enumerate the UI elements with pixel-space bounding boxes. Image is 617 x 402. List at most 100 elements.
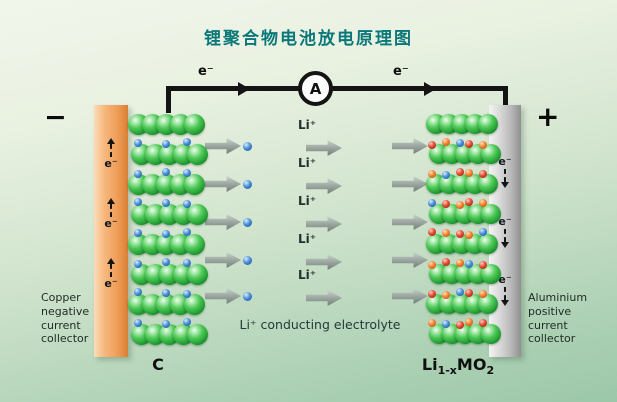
electron-label: e⁻ bbox=[498, 155, 512, 168]
ammeter: A bbox=[298, 71, 333, 106]
electron-label: e⁻ bbox=[104, 277, 118, 290]
intercalated-li-ion bbox=[183, 138, 191, 146]
intercalated-li-ion bbox=[134, 288, 142, 296]
electron-arrow-line bbox=[504, 287, 506, 300]
metal-oxide-sphere bbox=[478, 114, 498, 134]
oxide-lattice-dot bbox=[456, 168, 464, 176]
left-electrode-label: C bbox=[152, 355, 164, 374]
li-ion-label: Li⁺ bbox=[297, 232, 317, 246]
li-ion-label: Li⁺ bbox=[297, 194, 317, 208]
electron-up-arrow-icon bbox=[107, 258, 115, 264]
oxide-lattice-dot bbox=[465, 289, 473, 297]
right-electrode-formula: Li1-xMO2 bbox=[396, 355, 520, 377]
oxide-lattice-dot bbox=[465, 318, 473, 326]
intercalated-li-ion bbox=[134, 319, 142, 327]
metal-oxide-sphere bbox=[481, 264, 501, 284]
graphite-sphere bbox=[187, 324, 208, 345]
oxide-lattice-dot bbox=[442, 291, 450, 299]
formula-base: Li bbox=[421, 355, 438, 374]
electron-up-arrow-icon bbox=[107, 138, 115, 144]
intercalated-li-ion bbox=[162, 199, 170, 207]
ammeter-label: A bbox=[309, 79, 322, 98]
copper-collector-caption: Copper negative current collector bbox=[41, 291, 90, 346]
intercalated-li-ion bbox=[183, 200, 191, 208]
graphite-sphere bbox=[184, 174, 205, 195]
intercalated-li-ion bbox=[183, 169, 191, 177]
li-ion-dot bbox=[243, 180, 252, 189]
right-collector-electron-cell: e⁻ bbox=[489, 155, 521, 188]
li-ion-label: Li⁺ bbox=[297, 156, 317, 170]
aluminium-collector-caption: Aluminium positive current collector bbox=[528, 291, 588, 346]
left-collector-electron-cell: e⁻ bbox=[94, 198, 128, 231]
ion-arrow-right-icon bbox=[392, 252, 428, 268]
oxide-lattice-dot bbox=[428, 290, 436, 298]
oxide-lattice-dot bbox=[465, 169, 473, 177]
graphite-sphere bbox=[184, 114, 205, 135]
ion-arrow-middle-icon bbox=[306, 140, 342, 156]
ion-arrow-middle-icon bbox=[306, 216, 342, 232]
metal-oxide-sphere bbox=[481, 204, 501, 224]
graphite-sphere bbox=[187, 264, 208, 285]
positive-terminal-sign: + bbox=[536, 100, 560, 133]
oxide-lattice-dot bbox=[442, 229, 450, 237]
electron-label: e⁻ bbox=[104, 157, 118, 170]
intercalated-li-ion bbox=[183, 228, 191, 236]
oxide-lattice-dot bbox=[479, 170, 487, 178]
li-ion-dot bbox=[243, 142, 252, 151]
oxide-lattice-dot bbox=[479, 261, 487, 269]
intercalated-li-ion bbox=[183, 318, 191, 326]
oxide-lattice-dot bbox=[456, 201, 464, 209]
oxide-lattice-dot bbox=[456, 139, 464, 147]
intercalated-li-ion bbox=[134, 198, 142, 206]
oxide-lattice-dot bbox=[479, 290, 487, 298]
electron-arrow-line bbox=[110, 144, 112, 157]
li-ion-dot bbox=[243, 292, 252, 301]
left-collector-electron-cell: e⁻ bbox=[94, 138, 128, 171]
electron-flow-label-right: e⁻ bbox=[393, 64, 409, 79]
metal-oxide-sphere bbox=[481, 144, 501, 164]
formula-mid: MO bbox=[456, 355, 487, 374]
oxide-lattice-dot bbox=[442, 200, 450, 208]
formula-sub2: 2 bbox=[486, 364, 495, 378]
circuit-wire-top bbox=[166, 86, 508, 91]
ion-arrow-right-icon bbox=[392, 288, 428, 304]
intercalated-li-ion bbox=[134, 170, 142, 178]
ion-arrow-right-icon bbox=[392, 214, 428, 230]
oxide-lattice-dot bbox=[465, 140, 473, 148]
oxide-lattice-dot bbox=[442, 320, 450, 328]
oxide-lattice-dot bbox=[428, 319, 436, 327]
electron-arrow-line bbox=[110, 264, 112, 277]
intercalated-li-ion bbox=[134, 139, 142, 147]
oxide-lattice-dot bbox=[479, 199, 487, 207]
diagram-title: 锂聚合物电池放电原理图 bbox=[204, 29, 413, 49]
oxide-lattice-dot bbox=[428, 170, 436, 178]
metal-oxide-sphere bbox=[478, 174, 498, 194]
ion-arrow-middle-icon bbox=[306, 290, 342, 306]
electrolyte-label: Li⁺ conducting electrolyte bbox=[239, 317, 401, 332]
oxide-lattice-dot bbox=[479, 141, 487, 149]
oxide-lattice-dot bbox=[456, 230, 464, 238]
negative-terminal-sign: − bbox=[44, 102, 67, 133]
ion-arrow-right-icon bbox=[392, 176, 428, 192]
oxide-lattice-dot bbox=[465, 198, 473, 206]
ion-arrow-left-icon bbox=[205, 252, 241, 268]
ion-arrow-left-icon bbox=[205, 138, 241, 154]
electron-flow-arrowhead-right-icon bbox=[424, 82, 436, 96]
graphite-sphere bbox=[184, 234, 205, 255]
electron-down-arrow-icon bbox=[501, 300, 509, 306]
oxide-lattice-dot bbox=[428, 261, 436, 269]
oxide-lattice-dot bbox=[428, 141, 436, 149]
electron-up-arrow-icon bbox=[107, 198, 115, 204]
electron-label: e⁻ bbox=[498, 215, 512, 228]
oxide-lattice-dot bbox=[428, 228, 436, 236]
intercalated-li-ion bbox=[162, 258, 170, 266]
intercalated-li-ion bbox=[162, 140, 170, 148]
ion-arrow-left-icon bbox=[205, 288, 241, 304]
intercalated-li-ion bbox=[183, 259, 191, 267]
intercalated-li-ion bbox=[162, 230, 170, 238]
electron-label: e⁻ bbox=[498, 273, 512, 286]
graphite-sphere bbox=[184, 294, 205, 315]
electron-down-arrow-icon bbox=[501, 242, 509, 248]
oxide-lattice-dot bbox=[465, 260, 473, 268]
intercalated-li-ion bbox=[162, 168, 170, 176]
